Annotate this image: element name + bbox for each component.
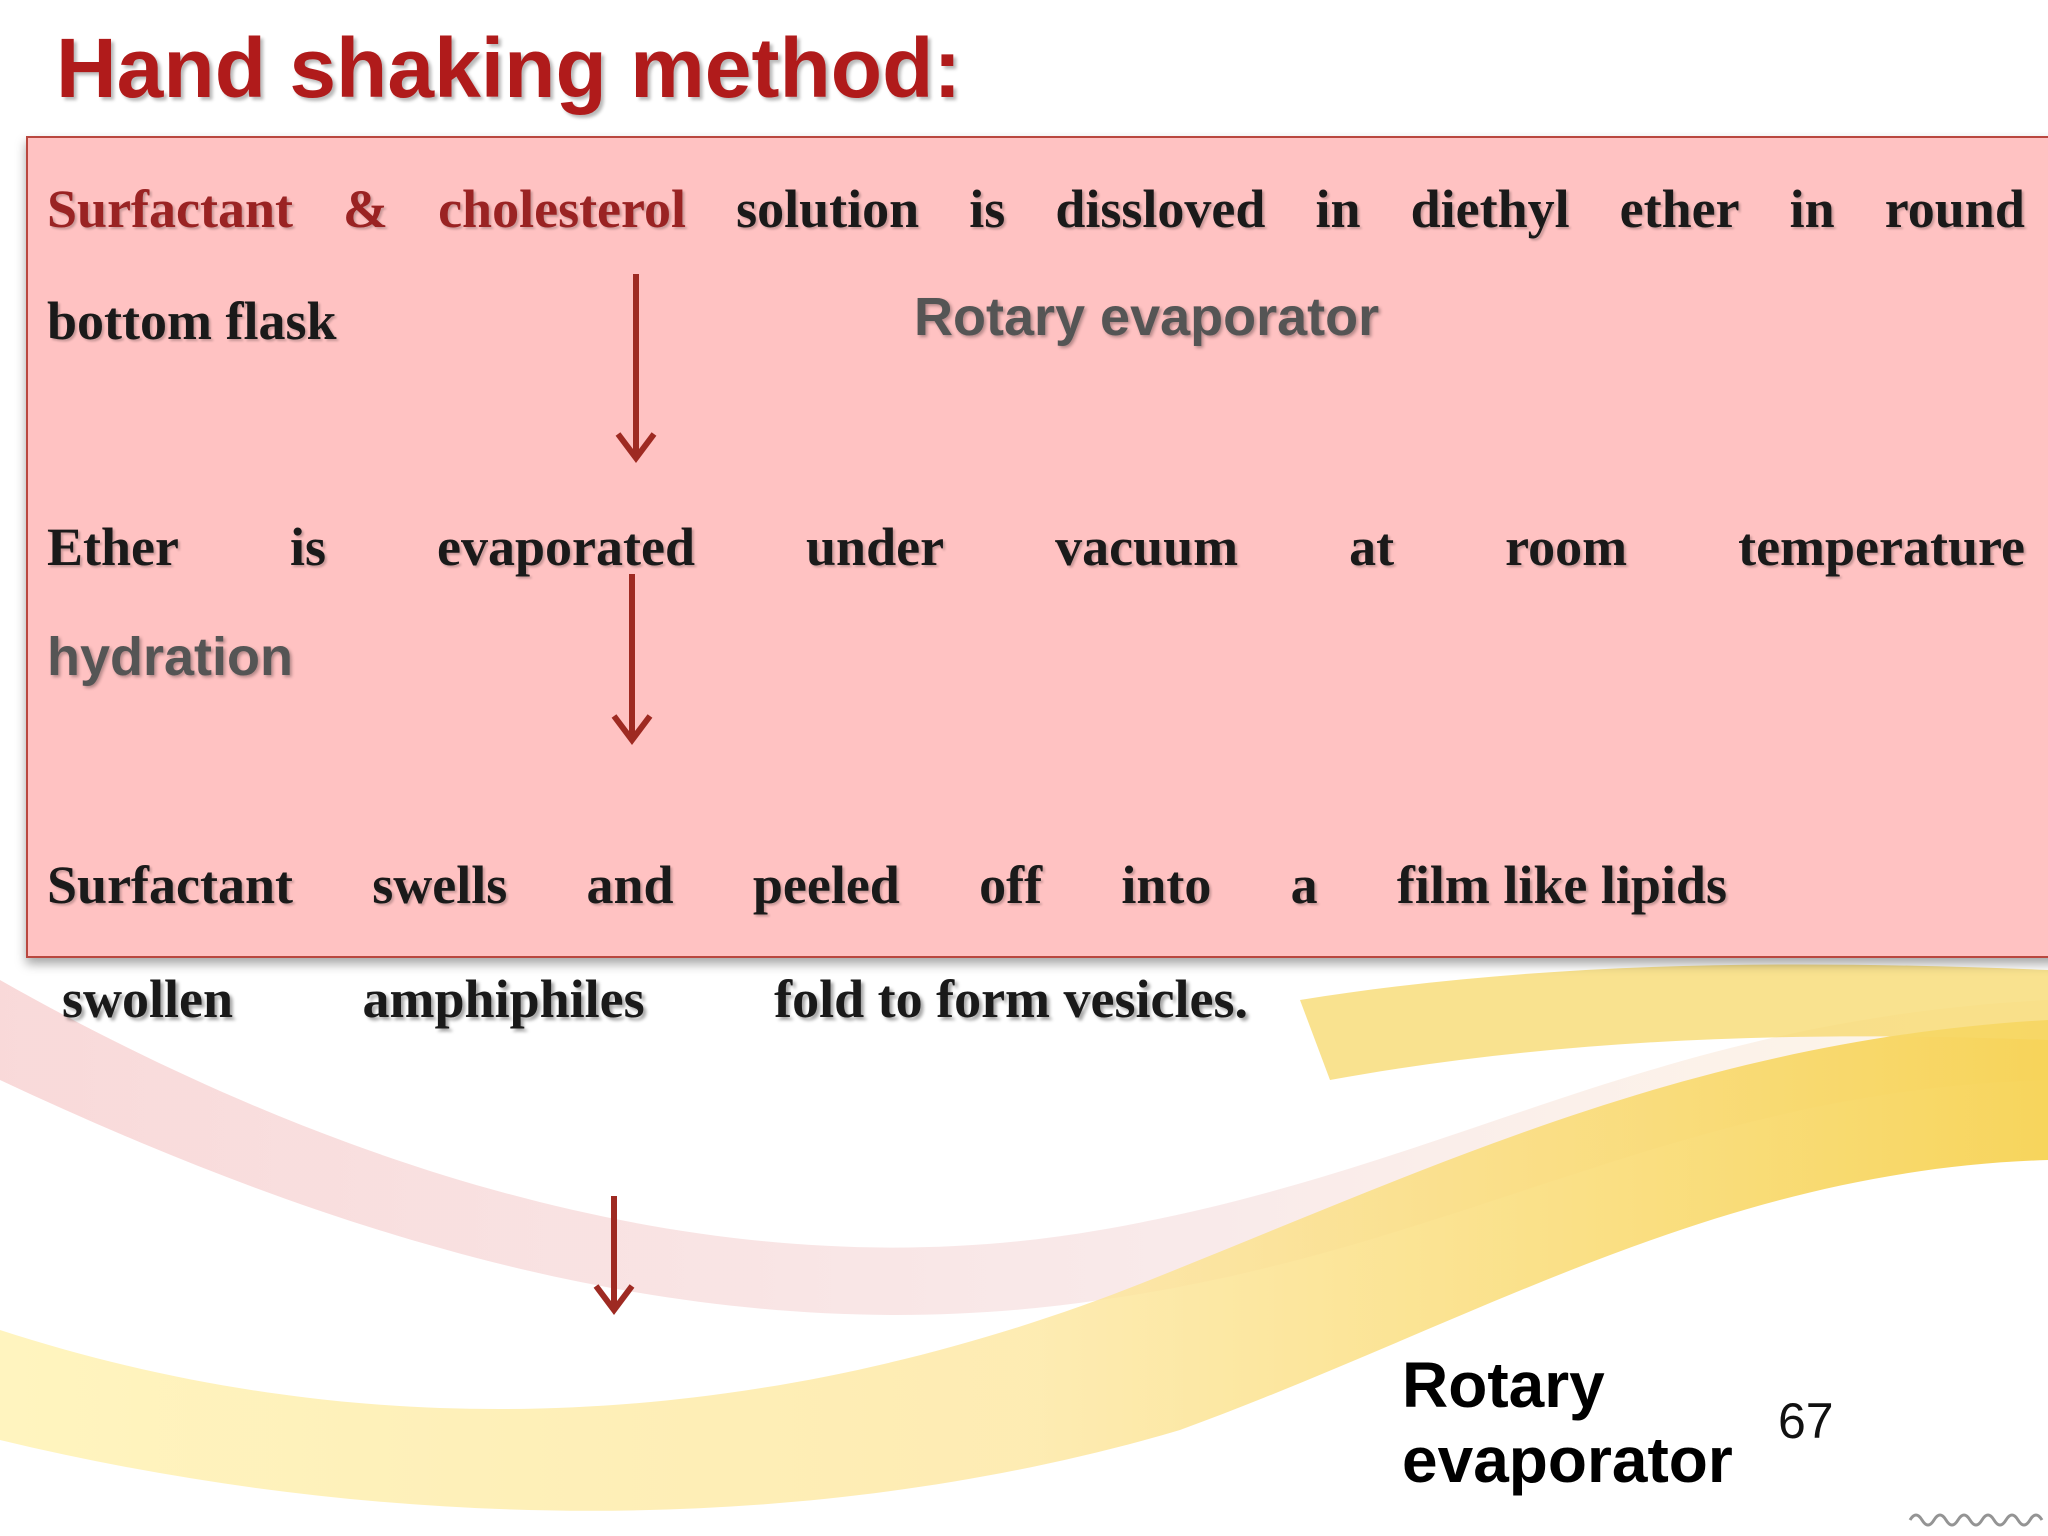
step-1-word: in xyxy=(1315,179,1361,239)
page-number: 67 xyxy=(1778,1393,1834,1449)
step-1-word: & xyxy=(343,179,389,239)
step-1-line-1: Surfactant & cholesterol solution is dis… xyxy=(47,178,2025,240)
step-4-word: swollen xyxy=(62,969,234,1029)
step-1-word: ether xyxy=(1619,179,1740,239)
corner-logo-icon xyxy=(1908,1513,2044,1527)
step-3-word: peeled xyxy=(752,855,900,915)
slide-title: Hand shaking method: xyxy=(56,21,962,115)
content-panel xyxy=(26,136,2048,958)
step-3-word: into xyxy=(1121,855,1212,915)
hydration-label: hydration xyxy=(47,627,294,687)
rotary-evaporator-caption: Rotary evaporator xyxy=(1402,1348,1733,1498)
step-1-word: Surfactant xyxy=(47,179,293,239)
down-arrow-icon xyxy=(615,274,657,463)
step-3-word: a xyxy=(1290,855,1318,915)
step-2-line: Ether is evaporated under vacuum at room… xyxy=(47,516,2025,578)
caption-line-2: evaporator xyxy=(1402,1424,1733,1496)
down-arrow-icon xyxy=(593,1196,635,1315)
step-2-word: room xyxy=(1505,517,1628,577)
step-3-word: off xyxy=(979,855,1043,915)
step-2-word: vacuum xyxy=(1055,517,1239,577)
step-1-word: in xyxy=(1789,179,1835,239)
down-arrow-icon xyxy=(611,574,653,745)
step-1-word: diethyl xyxy=(1410,179,1570,239)
step-3-line: Surfactant swells and peeled off into a … xyxy=(47,854,1727,916)
step-1-word: solution xyxy=(736,179,920,239)
step-4-line: swollen amphiphiles fold to form vesicle… xyxy=(62,968,1248,1030)
rotary-evaporator-label: Rotary evaporator xyxy=(914,287,1380,347)
step-2-word: temperature xyxy=(1738,517,2025,577)
step-4-word: amphiphiles xyxy=(362,969,645,1029)
step-2-word: evaporated xyxy=(437,517,695,577)
step-1-word: round xyxy=(1884,179,2025,239)
caption-line-1: Rotary xyxy=(1402,1349,1605,1421)
step-3-word: swells xyxy=(372,855,508,915)
step-3-word: film like lipids xyxy=(1396,855,1727,915)
step-1-word: dissloved xyxy=(1055,179,1266,239)
step-4-word: fold to form vesicles. xyxy=(774,969,1248,1029)
step-2-word: under xyxy=(806,517,945,577)
step-2-word: Ether xyxy=(47,517,179,577)
step-1-word: is xyxy=(969,179,1006,239)
step-2-word: is xyxy=(289,517,327,577)
step-3-word: Surfactant xyxy=(47,855,293,915)
step-1-line-2: bottom flask xyxy=(47,291,337,351)
step-2-word: at xyxy=(1349,517,1395,577)
step-1-word: cholesterol xyxy=(438,179,687,239)
step-3-word: and xyxy=(586,855,674,915)
